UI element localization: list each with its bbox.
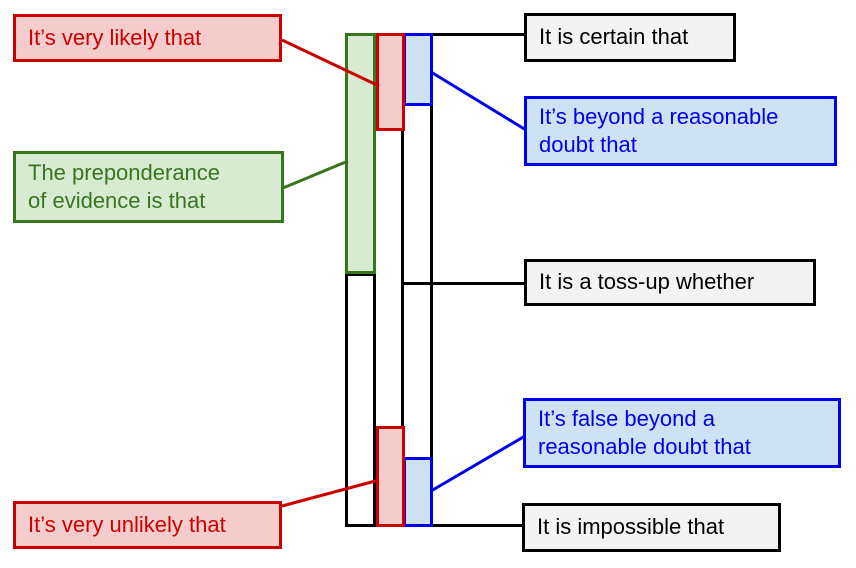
scale-bar-lower-half [345,273,376,527]
label-very-likely: It’s very likely that [13,14,282,62]
connector-toss-up-line [401,282,525,285]
label-certain: It is certain that [524,13,736,62]
very-likely-range-bar [376,33,405,131]
label-very-unlikely-text: It’s very unlikely that [28,511,226,537]
false-beyond-doubt-range-bar [403,457,433,527]
label-certain-text: It is certain that [539,24,689,50]
label-impossible: It is impossible that [522,503,781,552]
connector-false-beyond-doubt-line [430,434,526,493]
label-beyond-doubt-line2: doubt that [539,132,637,157]
label-false-beyond-doubt: It’s false beyond a reasonable doubt tha… [523,398,841,468]
label-preponderance-line1: The preponderance [28,159,221,185]
label-very-likely-text: It’s very likely that [28,24,202,50]
connector-preponderance-line [282,159,349,190]
label-beyond-doubt-line1: It’s beyond a reasonable [539,103,779,129]
label-false-beyond-doubt-line2: reasonable doubt that [538,434,751,459]
connector-certain-line [430,33,525,36]
scale-bar-full-range [401,33,433,527]
label-beyond-doubt: It’s beyond a reasonable doubt that [524,96,837,166]
very-unlikely-range-bar [376,426,405,527]
connector-impossible-line [345,524,523,527]
label-preponderance-line2: of evidence is that [28,188,206,213]
label-very-unlikely: It’s very unlikely that [13,501,282,549]
beyond-doubt-range-bar [403,33,433,106]
label-false-beyond-doubt-line1: It’s false beyond a [538,405,715,431]
label-impossible-text: It is impossible that [537,514,725,540]
preponderance-range-bar [345,33,376,274]
label-toss-up-text: It is a toss-up whether [539,269,755,295]
label-preponderance: The preponderance of evidence is that [13,151,284,223]
connector-beyond-doubt-line [430,70,527,132]
label-toss-up: It is a toss-up whether [524,259,816,306]
